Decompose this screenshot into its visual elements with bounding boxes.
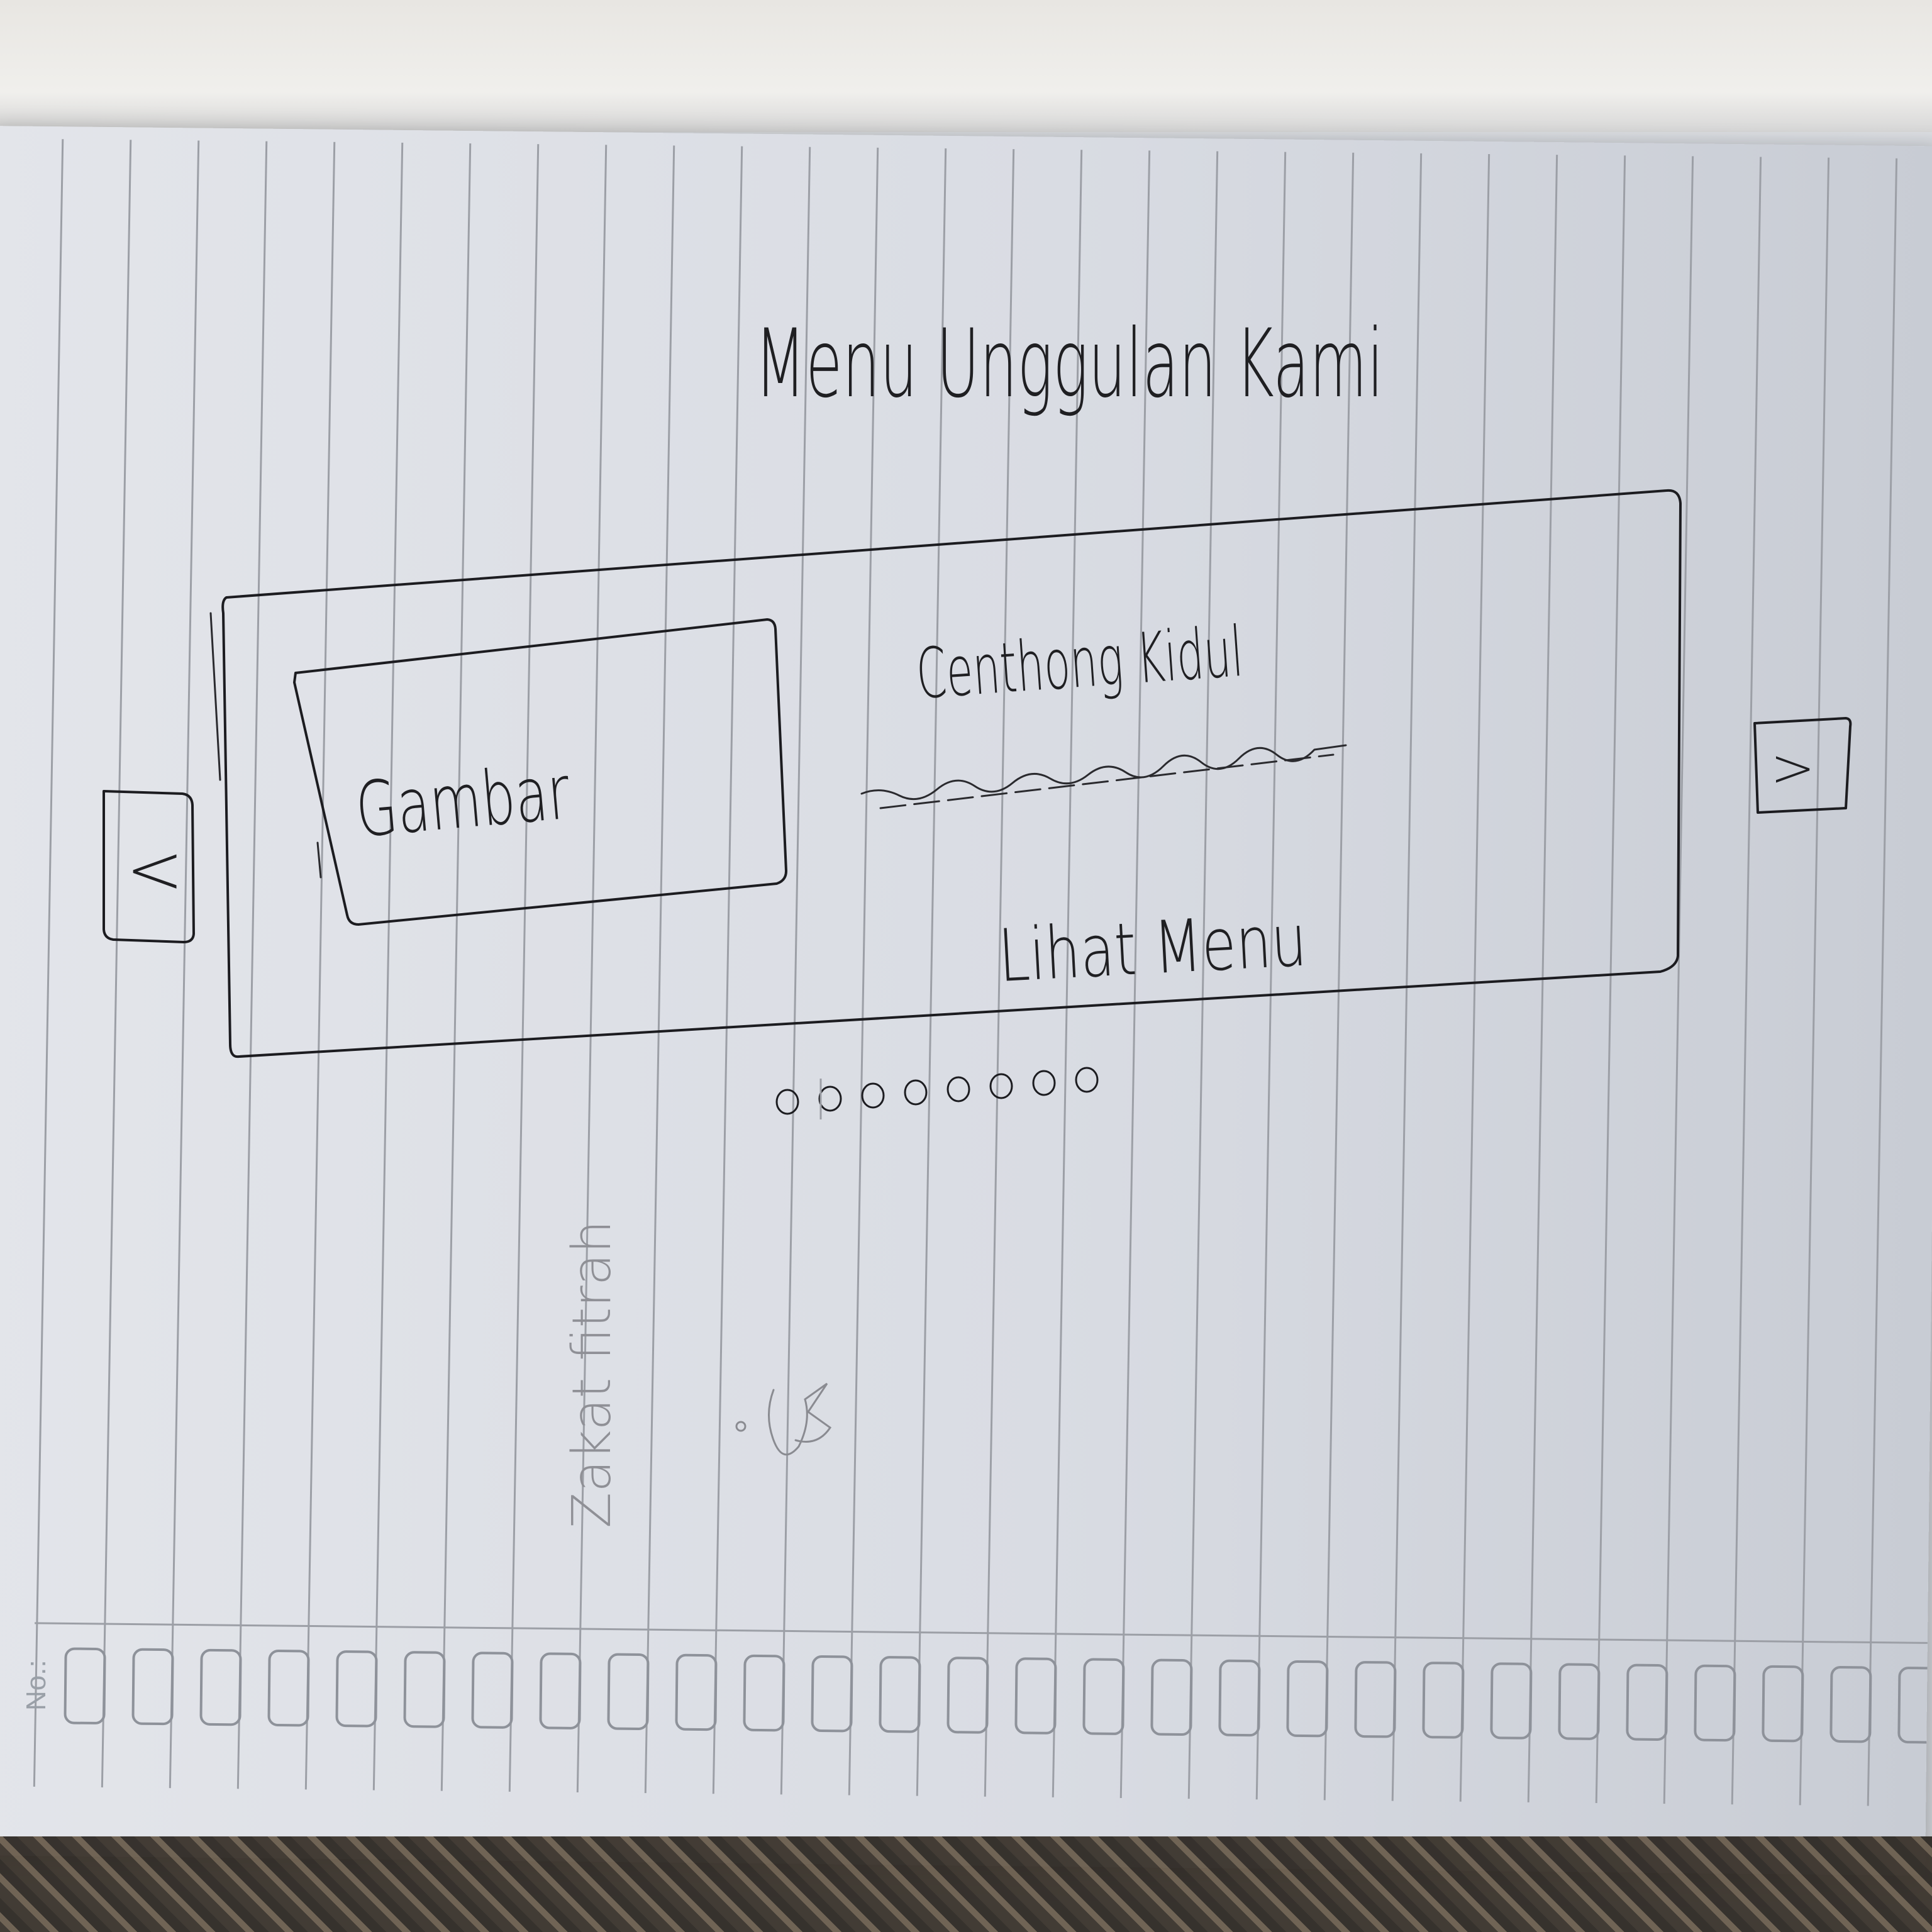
carpet-background xyxy=(0,1836,1932,1932)
page-ruling xyxy=(33,139,1932,1806)
chevron-right-icon: > xyxy=(1770,737,1815,799)
page-number-label: No.: xyxy=(21,1660,52,1711)
scribble-mark xyxy=(735,1382,832,1456)
section-title: Menu Unggulan Kami xyxy=(755,309,1384,419)
pagination-dot[interactable] xyxy=(818,1085,842,1112)
view-menu-link[interactable]: Lihat Menu xyxy=(996,899,1308,999)
pagination-dot[interactable] xyxy=(904,1079,928,1106)
notebook-page xyxy=(0,126,1932,1876)
carousel-card xyxy=(221,489,1682,1058)
carousel-pagination xyxy=(775,1067,1099,1119)
prev-button[interactable]: < xyxy=(103,790,195,943)
menu-item-name: Centhong Kidul xyxy=(914,611,1246,714)
menu-image-placeholder: Gambar xyxy=(293,618,787,926)
pagination-dot[interactable] xyxy=(989,1073,1013,1099)
chevron-left-icon: < xyxy=(126,829,184,909)
pagination-dot[interactable] xyxy=(775,1089,799,1115)
next-button[interactable]: > xyxy=(1753,717,1852,814)
desk-surface xyxy=(0,0,1932,132)
pagination-dot[interactable] xyxy=(1032,1070,1056,1096)
pagination-dot[interactable] xyxy=(947,1076,970,1102)
pagination-dot[interactable] xyxy=(861,1082,885,1109)
side-note: Zakat fitrah xyxy=(561,1220,623,1528)
pagination-dot[interactable] xyxy=(1075,1067,1099,1093)
image-placeholder-label: Gambar xyxy=(352,749,573,855)
description-placeholder xyxy=(860,744,1347,801)
